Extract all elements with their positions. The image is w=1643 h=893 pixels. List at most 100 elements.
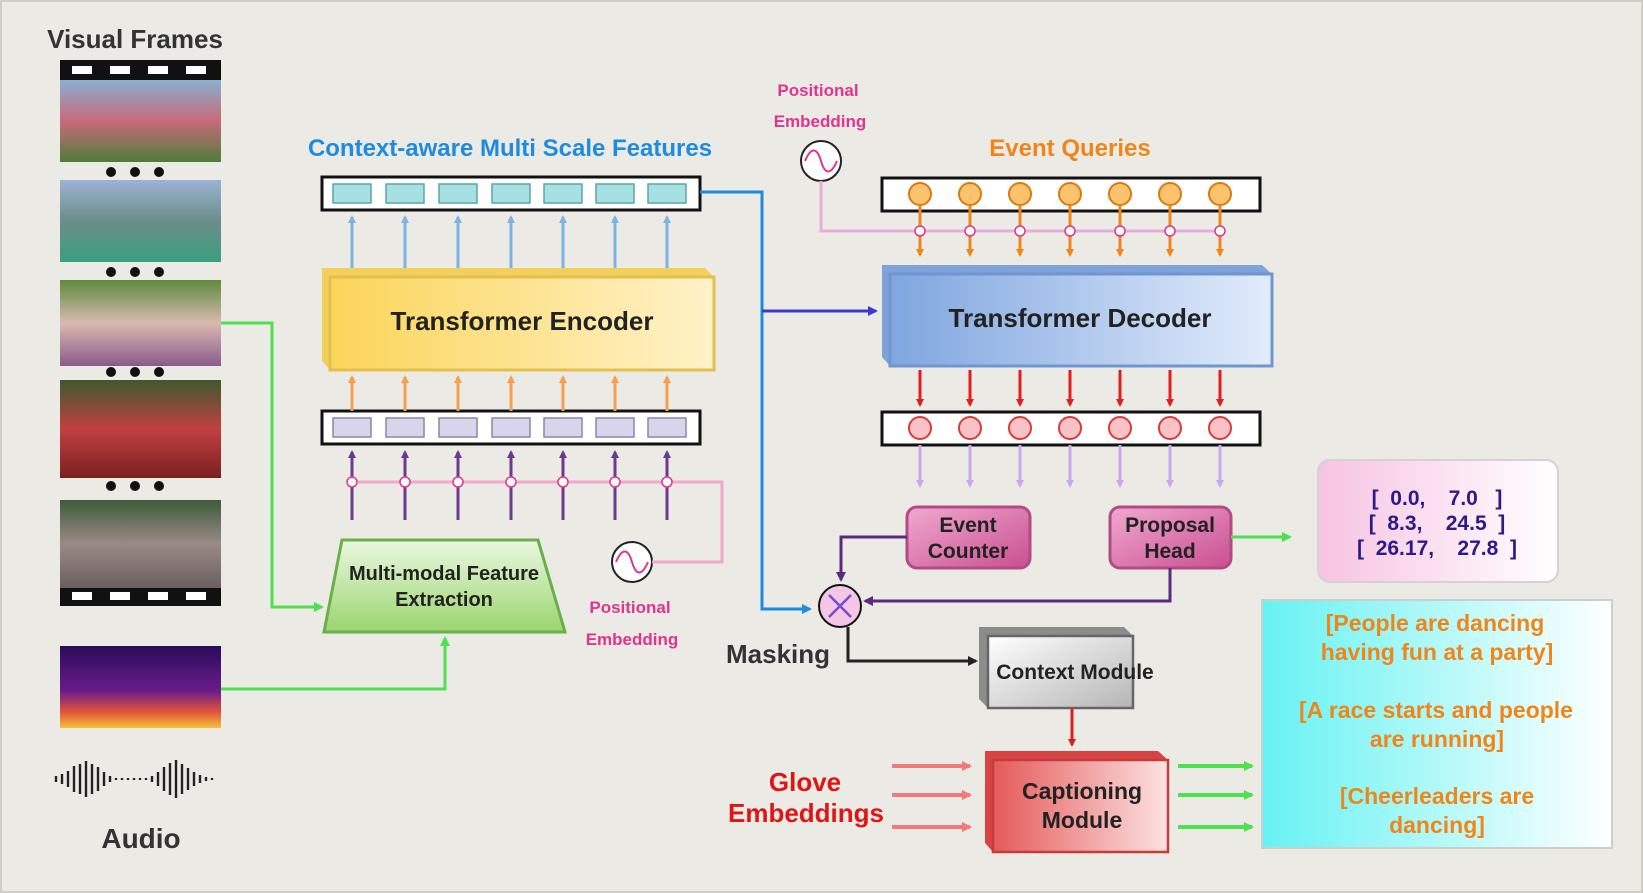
caption-text: [Cheerleaders are: [1340, 783, 1534, 809]
multimodal-extraction-label: Extraction: [395, 589, 493, 611]
video-frame-image: [60, 180, 221, 262]
output-to-heads-arrows: [916, 445, 1224, 488]
caption-text: having fun at a party]: [1321, 639, 1554, 665]
audio-spectrogram: [60, 646, 221, 728]
sine-wave-icon: [615, 550, 649, 574]
event-queries-label: Event Queries: [989, 135, 1150, 162]
proposals-box: [1317, 459, 1559, 583]
audio-label: Audio: [101, 823, 180, 854]
context-module-label: Context Module: [996, 661, 1154, 684]
query-token-circle: [1058, 182, 1082, 206]
add-node: [346, 476, 358, 488]
query-token-circle: [958, 182, 982, 206]
caption-text: dancing]: [1389, 812, 1485, 838]
encoder-input-arrows: [346, 450, 673, 520]
positional-embedding-label: Embedding: [774, 112, 867, 131]
transformer-decoder-label: Transformer Decoder: [949, 303, 1212, 333]
context-feature-tokens: [332, 183, 687, 204]
proposal-interval: [ 0.0, 7.0 ]: [1372, 487, 1503, 510]
query-token-circle: [1108, 182, 1132, 206]
output-token-circle: [1158, 416, 1182, 440]
glove-embeddings-label: Glove: [769, 767, 841, 797]
transformer-encoder-block: [328, 275, 716, 372]
context-token: [595, 183, 635, 204]
positional-embedding-label: Positional: [589, 598, 670, 617]
captioning-module-block: [991, 758, 1170, 854]
output-token-circle: [908, 416, 932, 440]
output-token-circle: [1008, 416, 1032, 440]
context-token: [332, 183, 372, 204]
multiply-icon: [828, 594, 852, 618]
query-positional-line: [819, 181, 1222, 233]
feature-token: [438, 417, 478, 438]
caption-output-arrows: [1178, 761, 1254, 832]
masking-label: Masking: [726, 639, 830, 669]
add-node: [505, 476, 517, 488]
video-frame-image: [60, 500, 221, 588]
film-strip: [60, 60, 221, 606]
add-node: [914, 225, 926, 237]
proposal-interval: [ 26.17, 27.8 ]: [1357, 537, 1517, 560]
proposal-interval: [ 8.3, 24.5 ]: [1369, 512, 1506, 535]
context-token: [438, 183, 478, 204]
query-token-circle: [908, 182, 932, 206]
masking-to-context-arrow: [846, 627, 978, 666]
add-node: [964, 225, 976, 237]
output-token-circle: [1108, 416, 1132, 440]
add-node: [661, 476, 673, 488]
captioning-module-label: Module: [1042, 807, 1123, 833]
audio-to-extractor-arrow: [221, 636, 450, 691]
context-token: [385, 183, 425, 204]
add-node: [452, 476, 464, 488]
encoder-output-arrows: [348, 215, 671, 268]
context-features-label: Context-aware Multi Scale Features: [308, 135, 712, 162]
add-node: [399, 476, 411, 488]
add-node: [1064, 225, 1076, 237]
frames-to-extractor-arrow: [221, 321, 324, 612]
counter-to-masking-arrow: [836, 535, 907, 582]
proposal-head-label: Proposal: [1125, 514, 1215, 537]
add-node: [609, 476, 621, 488]
add-node: [1214, 225, 1226, 237]
transformer-decoder-block: [888, 272, 1274, 368]
output-token-circle: [1058, 416, 1082, 440]
waveform-icon: [54, 760, 214, 798]
context-token: [491, 183, 531, 204]
output-token-circle: [958, 416, 982, 440]
positional-embedding-label: Positional: [777, 81, 858, 100]
decoder-output-tokens: [908, 416, 1232, 440]
captions-box: [1261, 599, 1613, 849]
video-frame-image: [60, 380, 221, 478]
decoder-output-arrows: [916, 370, 1224, 407]
feature-token: [332, 417, 372, 438]
caption-text: [A race starts and people: [1299, 697, 1573, 723]
feature-token: [595, 417, 635, 438]
output-token-circle: [1208, 416, 1232, 440]
add-node: [557, 476, 569, 488]
context-module-block: [986, 634, 1135, 710]
feature-token: [385, 417, 425, 438]
video-frame-image: [60, 80, 221, 162]
proposal-to-masking-arrow: [863, 568, 1172, 606]
add-node: [1164, 225, 1176, 237]
feature-tokens: [332, 417, 687, 438]
features-to-masking-arrow: [700, 190, 812, 614]
feature-token: [491, 417, 531, 438]
query-token-circle: [1008, 182, 1032, 206]
event-counter-label: Counter: [928, 540, 1009, 563]
video-frame-image: [60, 280, 221, 366]
caption-text: are running]: [1370, 726, 1504, 752]
add-node: [1114, 225, 1126, 237]
query-token-circle: [1208, 182, 1232, 206]
context-token: [647, 183, 687, 204]
positional-embedding-line: [353, 480, 724, 564]
feature-token: [543, 417, 583, 438]
feature-token: [647, 417, 687, 438]
multimodal-extraction-label: Multi-modal Feature: [349, 563, 539, 585]
caption-text: [People are dancing: [1326, 610, 1545, 636]
captioning-module-label: Captioning: [1022, 778, 1142, 804]
query-token-circle: [1158, 182, 1182, 206]
tokens-to-encoder-arrows: [348, 375, 671, 411]
glove-input-arrows: [892, 761, 972, 832]
